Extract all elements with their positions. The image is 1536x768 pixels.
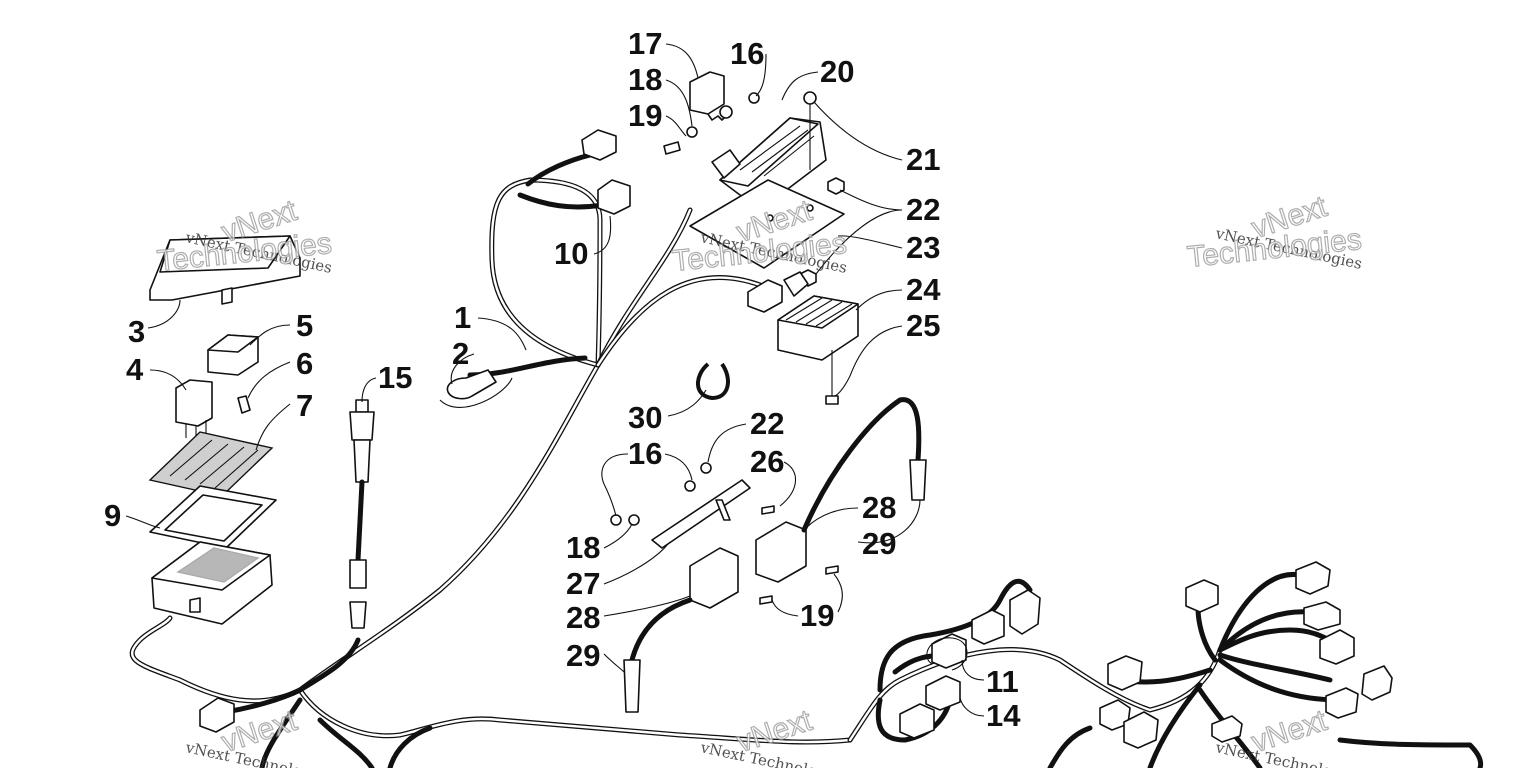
oxygen-sensor (349, 399, 375, 629)
connector-14 (925, 675, 961, 711)
callout-17: 17 (628, 26, 662, 61)
callout-18: 18 (566, 530, 600, 565)
hardware-set (610, 462, 839, 605)
callout-24: 24 (906, 272, 941, 307)
ignition-coil-lower (623, 547, 739, 713)
ignition-coil-upper (755, 397, 927, 583)
callout-3: 3 (128, 314, 145, 349)
callout-16: 16 (628, 436, 662, 471)
callout-23: 23 (906, 230, 940, 265)
connector-11 (931, 633, 967, 669)
cable-tie (696, 362, 730, 401)
fuse-block (151, 541, 273, 625)
callout-28: 28 (566, 600, 600, 635)
callout-18: 18 (628, 62, 662, 97)
fuse-label (148, 431, 274, 497)
watermark-logo-text: vNext (733, 704, 817, 759)
harness-connector-left (199, 697, 235, 733)
relay (175, 379, 213, 440)
sensor-17 (663, 71, 760, 155)
callout-25: 25 (906, 308, 940, 343)
callout-19: 19 (628, 98, 662, 133)
callout-29: 29 (862, 526, 896, 561)
callout-6: 6 (296, 346, 313, 381)
callout-2: 2 (452, 336, 469, 371)
fuse-box-seal (149, 485, 277, 549)
leader-lines (125, 43, 985, 717)
watermark-logo-text: vNext (1248, 704, 1332, 759)
callout-26: 26 (750, 444, 784, 479)
callout-30: 30 (628, 400, 662, 435)
antenna-connector (439, 369, 513, 408)
callout-19: 19 (800, 598, 834, 633)
blade-fuse (237, 395, 251, 414)
callout-5: 5 (296, 308, 313, 343)
regulator-bolt (825, 350, 839, 405)
ecu-mounting-plate (689, 179, 845, 269)
ecu-module (711, 117, 827, 211)
callout-16: 16 (730, 36, 764, 71)
callout-7: 7 (296, 388, 313, 423)
callout-4: 4 (126, 352, 144, 387)
mini-relay (207, 334, 259, 376)
callout-20: 20 (820, 54, 854, 89)
callout-28: 28 (862, 490, 896, 525)
connector-top (581, 129, 617, 161)
callout-29: 29 (566, 638, 600, 673)
callout-21: 21 (906, 142, 940, 177)
callout-15: 15 (378, 360, 412, 395)
callout-10: 10 (554, 236, 588, 271)
callout-27: 27 (566, 566, 600, 601)
callout-22: 22 (750, 406, 784, 441)
voltage-regulator (777, 295, 859, 361)
callout-14: 14 (986, 698, 1021, 733)
watermark-top-right: vNext Technologies vNext Technologies (1185, 189, 1364, 274)
callout-22: 22 (906, 192, 940, 227)
connectors-center (899, 589, 1041, 739)
ecu-bolt (803, 91, 817, 170)
callout-9: 9 (104, 498, 121, 533)
callout-11: 11 (986, 664, 1019, 699)
connector-10 (597, 179, 631, 215)
regulator-connectors (747, 271, 809, 313)
callout-1: 1 (454, 300, 471, 335)
callout-labels: 1 2 3 4 5 6 7 9 10 11 14 15 16 16 17 18 … (104, 26, 1021, 733)
ignition-bracket (651, 479, 751, 549)
watermark-bottom-center: vNext Technologies vNext (698, 703, 848, 768)
fuse-box-cover (149, 235, 301, 305)
connectors-right (1099, 561, 1393, 749)
